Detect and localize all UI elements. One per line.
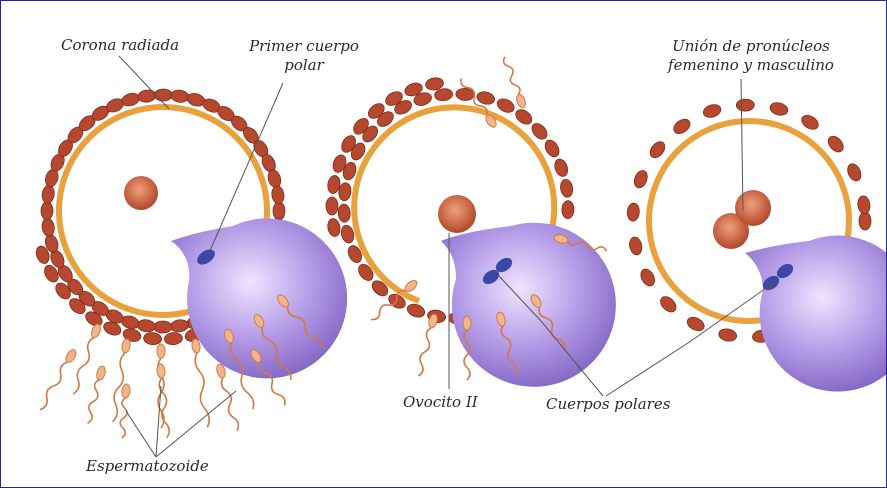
follicle-cell	[137, 319, 157, 333]
sperm-tail	[418, 328, 431, 376]
follicle-cell	[154, 321, 172, 333]
sperm-tail	[221, 378, 238, 431]
follicle-cell	[326, 218, 341, 238]
follicle-cell	[552, 157, 569, 178]
sperm-head	[121, 384, 130, 399]
sperm-head	[121, 338, 131, 353]
sperm-head	[157, 344, 165, 358]
oocyte-ii-penetrated	[326, 57, 616, 387]
follicle-cell	[658, 294, 679, 315]
label-union-pronucleos-line1: Unión de pronúcleos	[641, 37, 861, 55]
follicle-cell	[271, 185, 285, 204]
follicle-cell	[41, 202, 53, 220]
follicle-cell	[405, 302, 426, 320]
follicle-cell	[562, 200, 575, 218]
follicle-cell	[143, 332, 162, 345]
follicle-cell	[857, 195, 871, 214]
sperm-head	[156, 364, 165, 379]
oocyte-cytoplasm	[441, 223, 616, 387]
follicle-cell	[628, 236, 644, 256]
label-cuerpos-polares: Cuerpos polares	[546, 395, 670, 413]
follicle-cell	[529, 121, 550, 142]
follicle-cell	[170, 319, 190, 333]
label-corona-radiada: Corona radiada	[61, 36, 179, 54]
follicle-cell	[825, 133, 846, 154]
leader-sperm-3	[156, 391, 236, 457]
follicle-cell	[671, 116, 693, 136]
follicle-cell	[845, 162, 863, 183]
follicle-cell	[718, 327, 738, 342]
follicle-cell	[542, 138, 562, 160]
sperm-tail	[40, 362, 68, 410]
follicle-cell	[702, 102, 723, 119]
nucleus	[438, 195, 476, 233]
follicle-cell	[685, 315, 706, 334]
follicle-cell	[137, 89, 156, 103]
sperm-head	[90, 323, 102, 339]
sperm-head	[95, 365, 106, 381]
follicle-cell	[495, 96, 516, 115]
follicle-cell	[647, 139, 668, 161]
sperm-tail	[88, 380, 100, 423]
follicle-cell	[799, 112, 821, 132]
leader-polares-2	[606, 281, 776, 396]
label-espermatozoide: Espermatozoide	[86, 457, 209, 475]
sperm-tail	[195, 353, 209, 427]
follicle-cell	[513, 107, 535, 127]
follicle-cell	[859, 212, 871, 230]
sperm-tail	[504, 57, 520, 95]
label-primer-cuerpo-polar-line1: Primer cuerpo	[249, 37, 359, 55]
male-pronucleus	[735, 190, 771, 226]
label-primer-cuerpo-polar-line2: polar	[249, 56, 359, 74]
follicle-cell	[164, 332, 183, 345]
follicle-cell	[632, 169, 650, 190]
label-union-pronucleos-line2: femenino y masculino	[641, 56, 861, 74]
follicle-cell	[559, 178, 574, 198]
sperm-head	[463, 316, 471, 330]
zygote-cytoplasm	[745, 236, 886, 392]
zygote	[627, 99, 886, 392]
sperm-tail	[73, 338, 94, 394]
follicle-cell	[41, 218, 55, 238]
sperm-tail	[120, 398, 127, 438]
follicle-cell	[476, 90, 497, 106]
follicle-cell	[769, 101, 789, 117]
follicle-cell	[638, 267, 657, 289]
oocyte-with-corona	[34, 89, 347, 438]
sperm-head	[64, 348, 78, 364]
follicle-cell	[338, 204, 351, 223]
leader-union	[741, 79, 743, 211]
follicle-cell	[41, 185, 55, 205]
follicle-cell	[736, 99, 754, 112]
follicle-cell	[627, 203, 640, 222]
follicle-cell	[326, 197, 338, 215]
nucleus	[124, 176, 158, 210]
label-ovocito-ii: Ovocito II	[403, 393, 478, 411]
follicle-cell	[170, 89, 190, 103]
follicle-cell	[273, 202, 285, 220]
sperm-head	[515, 93, 527, 109]
leader-sperm-1	[126, 411, 156, 457]
follicle-cell	[154, 89, 172, 101]
